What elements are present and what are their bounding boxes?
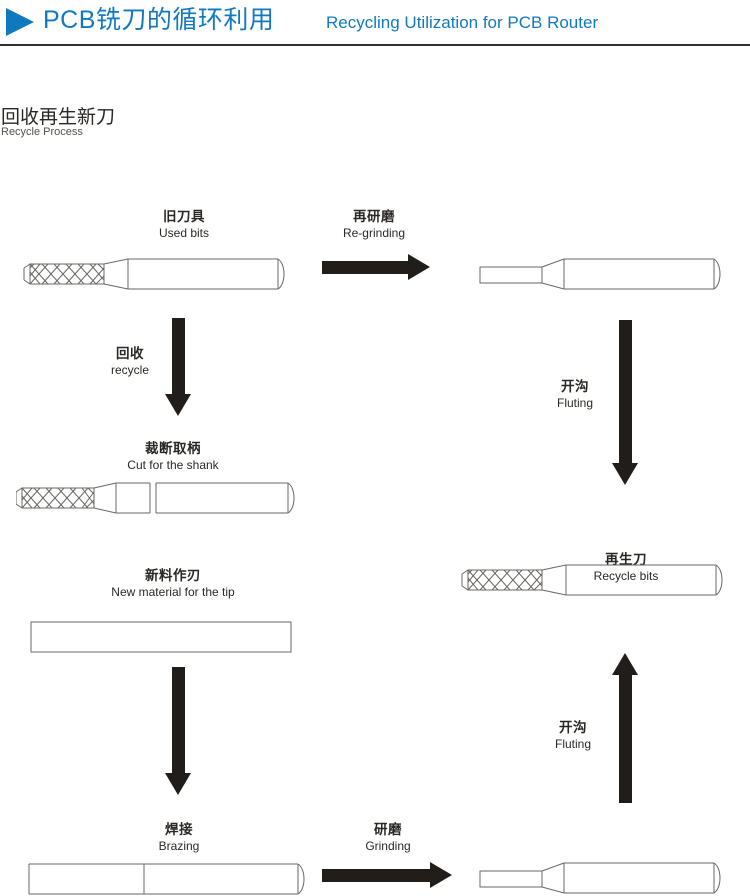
label-fluting-bottom: 开沟 Fluting xyxy=(510,719,636,752)
drawing-cut-for-shank xyxy=(16,481,301,515)
arrow-shaft xyxy=(172,318,185,394)
arrow-recycle xyxy=(165,318,192,416)
page-title-cn: PCB铣刀的循环利用 xyxy=(43,6,275,34)
arrow-shaft xyxy=(322,869,430,882)
arrow-shaft xyxy=(619,675,632,803)
label-recycle: 回收 recycle xyxy=(70,345,190,378)
label-fluting-top: 开沟 Fluting xyxy=(512,378,638,411)
label-grinding-cn: 研磨 xyxy=(374,822,402,837)
drawing-brazed-bit xyxy=(28,862,313,896)
label-used-bits-en: Used bits xyxy=(158,226,210,240)
label-fluting-top-en: Fluting xyxy=(556,396,594,410)
label-re-grinding: 再研磨 Re-grinding xyxy=(310,208,438,241)
label-used-bits: 旧刀具 Used bits xyxy=(120,208,248,241)
triangle-right-icon xyxy=(6,8,34,36)
arrow-shaft xyxy=(619,320,632,463)
header-divider xyxy=(0,44,750,46)
arrow-re-grinding xyxy=(322,254,430,281)
label-cut-for-shank: 裁断取柄 Cut for the shank xyxy=(108,440,238,473)
label-recycle-bits-cn: 再生刀 xyxy=(605,552,647,567)
drawing-ground-bit xyxy=(478,860,728,896)
drawing-reground-bit xyxy=(478,256,728,292)
label-used-bits-cn: 旧刀具 xyxy=(163,209,205,224)
label-recycle-en: recycle xyxy=(110,363,149,377)
arrow-head xyxy=(408,254,430,280)
section-title-cn: 回收再生新刀 xyxy=(1,107,116,128)
arrow-head xyxy=(430,862,452,888)
label-brazing-en: Brazing xyxy=(158,839,200,853)
arrow-grinding xyxy=(322,862,452,889)
section-title-en: Recycle Process xyxy=(1,126,83,138)
drawing-used-bits xyxy=(22,256,292,292)
arrow-head xyxy=(612,463,638,485)
label-re-grinding-cn: 再研磨 xyxy=(353,209,395,224)
label-recycle-cn: 回收 xyxy=(116,346,144,361)
page-header: PCB铣刀的循环利用 Recycling Utilization for PCB… xyxy=(0,0,750,46)
label-recycle-bits: 再生刀 Recycle bits xyxy=(562,551,690,584)
drawing-new-material-blank xyxy=(30,620,296,654)
label-cut-for-shank-en: Cut for the shank xyxy=(127,458,219,472)
label-fluting-bottom-cn: 开沟 xyxy=(559,720,587,735)
arrow-fluting-bottom xyxy=(612,653,639,803)
label-new-material-en: New material for the tip xyxy=(111,585,235,599)
label-grinding-en: Grinding xyxy=(365,839,411,853)
page-title-en: Recycling Utilization for PCB Router xyxy=(326,13,599,32)
arrow-fluting-top xyxy=(612,320,639,485)
label-fluting-bottom-en: Fluting xyxy=(554,737,592,751)
arrow-new-material-to-brazing xyxy=(165,667,192,795)
label-brazing: 焊接 Brazing xyxy=(116,821,242,854)
label-fluting-top-cn: 开沟 xyxy=(561,379,589,394)
label-brazing-cn: 焊接 xyxy=(165,822,193,837)
arrow-head xyxy=(165,773,191,795)
label-grinding: 研磨 Grinding xyxy=(325,821,451,854)
label-re-grinding-en: Re-grinding xyxy=(342,226,406,240)
label-new-material: 新料作刃 New material for the tip xyxy=(83,567,263,600)
drawing-recycle-bits xyxy=(460,562,730,598)
arrow-head xyxy=(612,653,638,675)
arrow-head xyxy=(165,394,191,416)
label-recycle-bits-en: Recycle bits xyxy=(593,569,659,583)
label-new-material-cn: 新料作刃 xyxy=(145,568,201,583)
arrow-shaft xyxy=(172,667,185,773)
label-cut-for-shank-cn: 裁断取柄 xyxy=(145,441,201,456)
arrow-shaft xyxy=(322,261,408,274)
